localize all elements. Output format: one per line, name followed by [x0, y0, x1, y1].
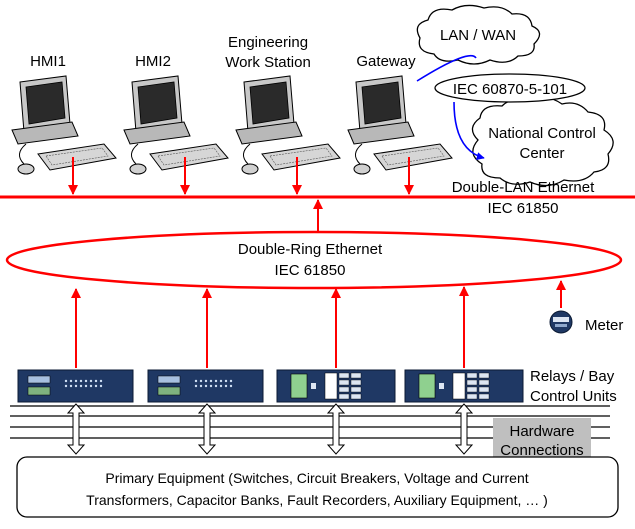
relay-unit-2 [147, 369, 264, 403]
hmi2-computer-icon [123, 75, 229, 175]
relay-unit-4 [404, 369, 524, 403]
hmi2-label: HMI2 [135, 53, 171, 70]
hardware-arrow-1 [67, 403, 85, 455]
hardware-arrow-3 [327, 403, 345, 455]
ncc-label-line2: Center [519, 145, 564, 162]
double-ring-protocol: IEC 61850 [275, 262, 346, 279]
lan-wan-link [416, 54, 477, 82]
engineering-label: Engineering [228, 34, 308, 51]
hmi1-label: HMI1 [30, 53, 66, 70]
ncc-link [453, 101, 485, 161]
hardware-label: Hardware [509, 423, 574, 440]
lan-wan-label: LAN / WAN [440, 27, 516, 44]
hmi1-computer-icon [11, 75, 117, 175]
relay-unit-1 [17, 369, 134, 403]
double-ring [5, 230, 623, 290]
national-control-center-cloud [471, 97, 614, 187]
hardware-label-line2: Connections [500, 442, 583, 459]
double-ring-label: Double-Ring Ethernet [238, 241, 383, 258]
engineering-computer-icon [235, 75, 341, 175]
ncc-label-line1: National Control [488, 125, 596, 142]
protocol-ellipse [434, 73, 586, 103]
double-lan-label: Double-LAN Ethernet [452, 179, 595, 196]
primary-equipment-line2: Transformers, Capacitor Banks, Fault Rec… [86, 492, 548, 508]
double-lan-protocol: IEC 61850 [488, 200, 559, 217]
hardware-arrow-4 [455, 403, 473, 455]
gateway-label: Gateway [356, 53, 416, 70]
meter-icon [549, 310, 573, 334]
relay-unit-3 [276, 369, 396, 403]
protocol-label: IEC 60870-5-101 [453, 81, 567, 98]
hardware-arrow-2 [198, 403, 216, 455]
primary-equipment-line1: Primary Equipment (Switches, Circuit Bre… [105, 470, 528, 486]
meter-label: Meter [585, 317, 623, 334]
engineering-label-line2: Work Station [225, 54, 311, 71]
relays-label-line2: Control Units [530, 388, 617, 405]
hardware-label-box [493, 418, 591, 460]
relays-label: Relays / Bay [530, 368, 615, 385]
primary-equipment-box [16, 456, 619, 518]
